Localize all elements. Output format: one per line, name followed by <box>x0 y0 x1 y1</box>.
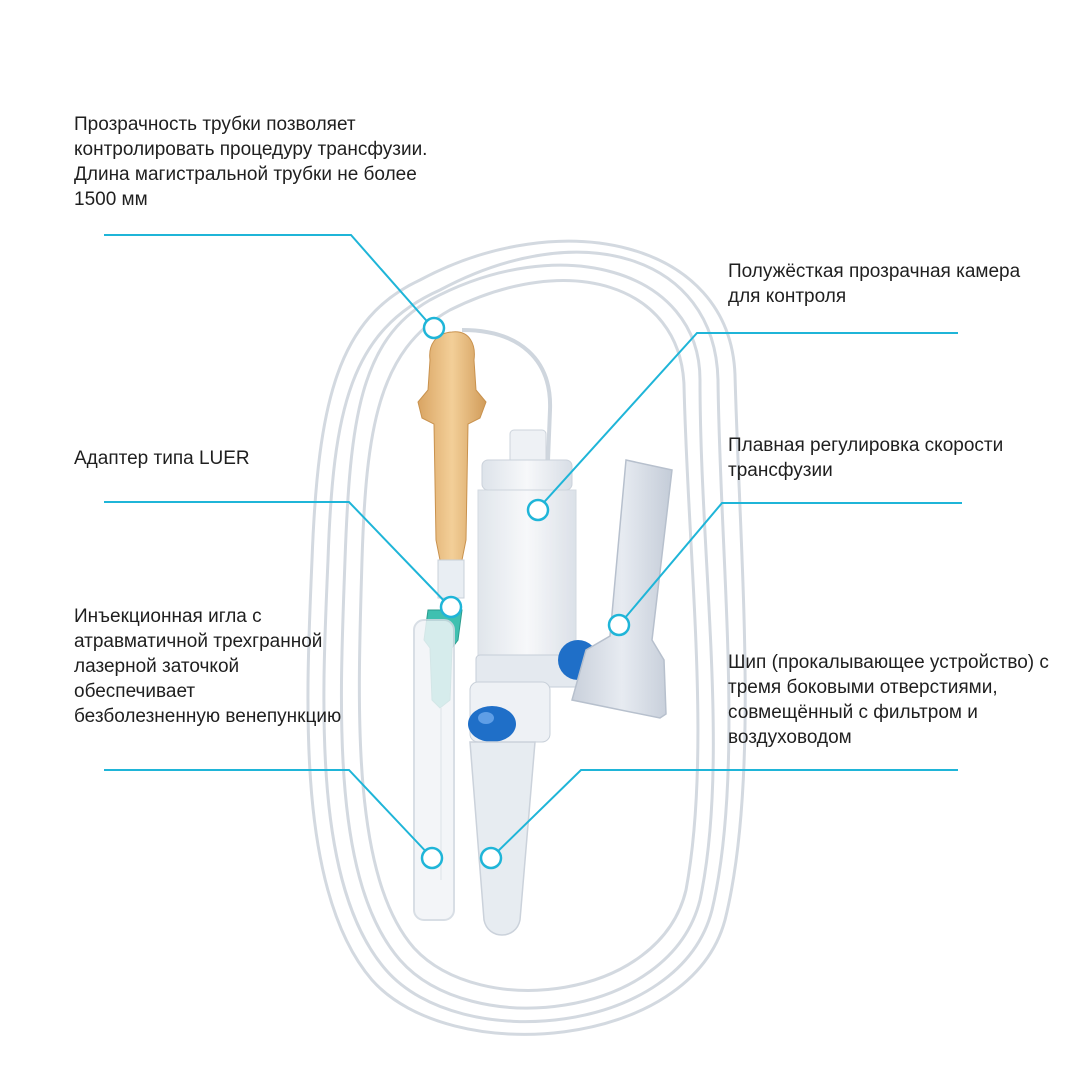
callout-spike: Шип (прокалывающее устройство) с тремя б… <box>728 652 1049 748</box>
leader-tube <box>104 234 433 328</box>
tube-loop-4 <box>306 239 747 1036</box>
callout-markers <box>420 316 631 870</box>
leader-luer <box>104 501 451 608</box>
tube-loop-2 <box>322 250 731 1024</box>
tube-to-chamber <box>461 328 553 461</box>
callout-tube-transparency: Прозрачность трубки позволяет контролиро… <box>74 114 428 210</box>
circle-marker-icon <box>420 846 444 870</box>
luer-adapter <box>417 331 487 599</box>
circle-marker-icon <box>479 846 503 870</box>
circle-marker-icon <box>607 613 631 637</box>
needle-sheath <box>413 619 455 921</box>
leader-rate <box>618 502 962 626</box>
circle-marker-icon <box>526 498 550 522</box>
leader-needle <box>104 769 433 859</box>
callout-drip-chamber: Полужёсткая прозрачная камера для контро… <box>728 261 1021 307</box>
drip-chamber <box>475 429 581 688</box>
callout-injection-needle: Инъекционная игла с атравматичной трехгр… <box>74 606 342 727</box>
spike-cap <box>558 459 673 719</box>
tube-loop-3 <box>357 279 700 992</box>
spike-cone <box>469 741 536 936</box>
tubing-coil <box>306 239 747 1036</box>
circle-marker-icon <box>439 595 463 619</box>
leader-chamber <box>536 332 958 511</box>
circle-marker-icon <box>422 316 446 340</box>
leader-spike <box>490 769 958 859</box>
callout-flow-regulation: Плавная регулировка скорости трансфузии <box>728 435 1004 481</box>
callout-lines <box>104 234 962 859</box>
callout-luer-adapter: Адаптер типа LUER <box>74 448 250 469</box>
roller-clamp <box>468 681 551 743</box>
